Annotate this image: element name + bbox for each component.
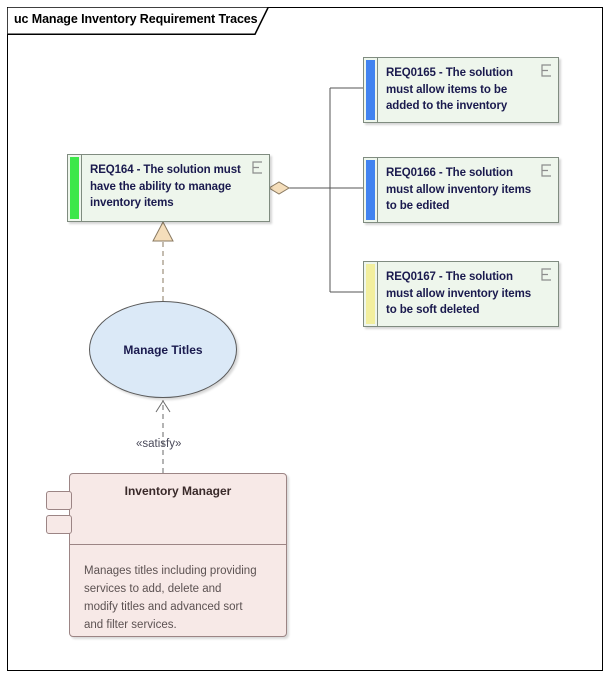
component-port-tab-lower	[46, 515, 72, 534]
requirement-color-swatch	[366, 60, 375, 120]
requirement-icon	[541, 268, 552, 281]
requirement-text: REQ0166 - The solution must allow invent…	[386, 167, 532, 212]
requirement-color-swatch	[366, 264, 375, 324]
requirement-text: REQ0165 - The solution must allow items …	[386, 67, 513, 112]
requirement-req0165[interactable]: REQ0165 - The solution must allow items …	[363, 57, 559, 123]
requirement-text: REQ0167 - The solution must allow invent…	[386, 271, 532, 316]
component-port-tab-upper	[46, 491, 72, 510]
usecase-manage-titles[interactable]: Manage Titles	[89, 301, 237, 398]
requirement-req0167[interactable]: REQ0167 - The solution must allow invent…	[363, 261, 559, 327]
requirement-text: REQ164 - The solution must have the abil…	[90, 164, 241, 209]
requirement-req0166[interactable]: REQ0166 - The solution must allow invent…	[363, 157, 559, 223]
component-title: Inventory Manager	[124, 484, 232, 498]
component-divider	[70, 544, 286, 545]
requirement-color-bar	[68, 155, 82, 221]
requirement-req164[interactable]: REQ164 - The solution must have the abil…	[67, 154, 270, 222]
component-description-line: modify titles and advanced sort	[84, 601, 243, 613]
diagram-title: uc Manage Inventory Requirement Traces	[14, 12, 258, 26]
requirement-icon	[541, 164, 552, 177]
diagram-title-tab	[7, 7, 269, 35]
component-description-line: services to add, delete and	[84, 583, 222, 595]
component-description-line: Manages titles including providing	[84, 565, 257, 577]
requirement-color-swatch	[366, 160, 375, 220]
usecase-label: Manage Titles	[123, 342, 203, 357]
requirement-icon	[541, 64, 552, 77]
requirement-color-swatch	[70, 157, 79, 219]
requirement-color-bar	[364, 262, 378, 326]
component-inventory-manager[interactable]: Inventory Manager Manages titles includi…	[69, 473, 287, 637]
component-description-line: and filter services.	[84, 619, 177, 631]
requirement-icon	[252, 161, 263, 174]
component-description: Manages titles including providing servi…	[84, 562, 276, 634]
requirement-color-bar	[364, 158, 378, 222]
requirement-color-bar	[364, 58, 378, 122]
satisfy-stereotype-label: «satisfy»	[136, 438, 182, 450]
